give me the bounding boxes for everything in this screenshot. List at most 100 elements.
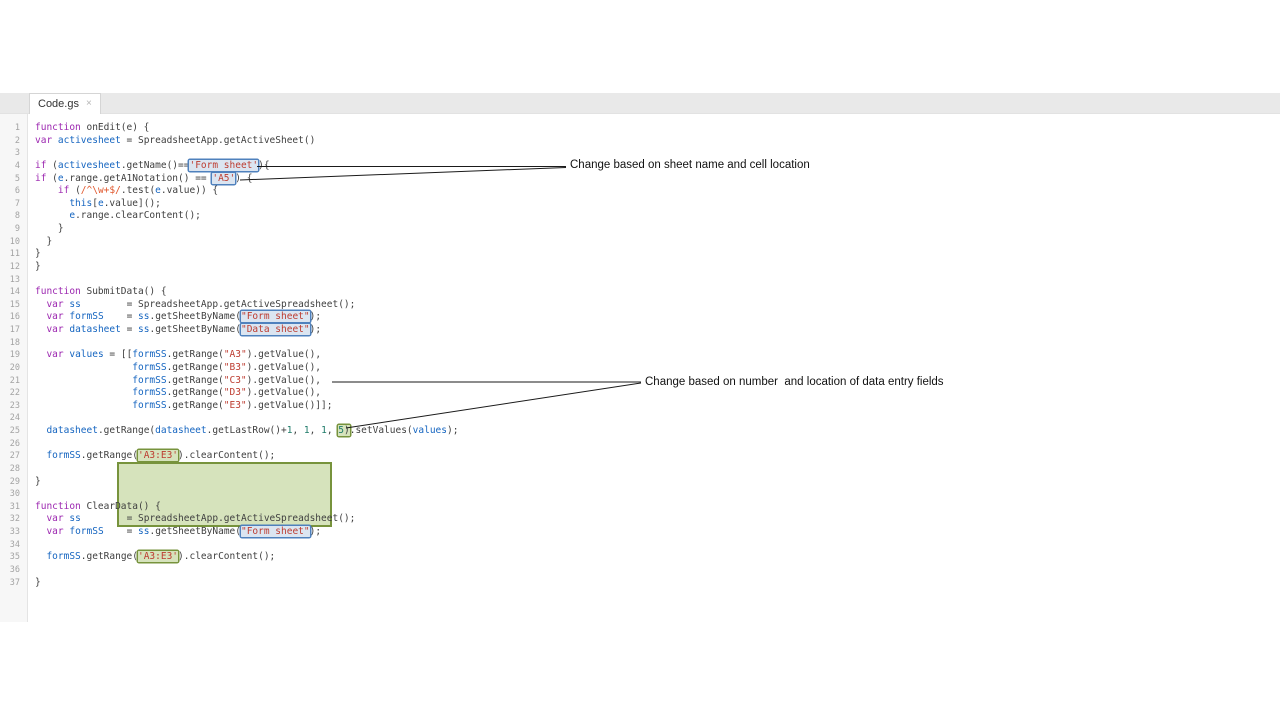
code-line[interactable]: formSS.getRange("D3").getValue(),	[35, 387, 458, 400]
code-line[interactable]: var datasheet = ss.getSheetByName("Data …	[35, 324, 458, 337]
tab-code-gs[interactable]: Code.gs ×	[29, 93, 101, 114]
code-lines[interactable]: function onEdit(e) {var activesheet = Sp…	[35, 114, 458, 589]
code-token: if	[35, 172, 47, 184]
code-token: )	[344, 425, 350, 436]
code-line[interactable]: formSS.getRange('A3:E3').clearContent();	[35, 450, 458, 463]
form-sheet-highlight: 'Form sheet'	[189, 159, 259, 171]
code-line[interactable]	[35, 564, 458, 577]
code-line[interactable]: formSS.getRange('A3:E3').clearContent();	[35, 551, 458, 564]
code-line[interactable]: }	[35, 223, 458, 236]
code-token: = SpreadsheetApp.getActiveSheet()	[120, 134, 316, 146]
code-line[interactable]: }	[35, 476, 458, 489]
code-token: .getRange(	[166, 374, 224, 386]
code-token: 1	[321, 425, 327, 436]
code-line[interactable]: }	[35, 261, 458, 274]
code-line[interactable]: function ClearData() {	[35, 501, 458, 514]
code-token: .getRange(	[80, 450, 138, 462]
a5-highlight: 'A5'	[212, 172, 236, 184]
code-line[interactable]: e.range.clearContent();	[35, 210, 458, 223]
code-line[interactable]: if (e.range.getA1Notation() == 'A5') {	[35, 172, 458, 186]
line-number: 36	[9, 564, 20, 575]
code-token: ).getValue()]];	[246, 399, 333, 411]
code-token: function	[35, 286, 81, 298]
code-line[interactable]	[35, 337, 458, 350]
code-token: ) {	[235, 172, 253, 184]
code-token: .getRange(	[80, 551, 138, 563]
code-line[interactable]: function SubmitData() {	[35, 286, 458, 299]
code-token: 5	[338, 425, 344, 436]
code-token: );	[309, 324, 322, 335]
line-number: 26	[9, 438, 20, 449]
code-token: 1	[303, 425, 310, 436]
code-line[interactable]: }	[35, 236, 458, 249]
line-number: 29	[9, 476, 20, 487]
close-icon[interactable]: ×	[85, 98, 92, 109]
code-token: .getRange(	[166, 349, 224, 361]
code-line[interactable]: var ss = SpreadsheetApp.getActiveSpreads…	[35, 299, 458, 312]
form-sheet-highlight: "Form sheet"	[240, 526, 310, 537]
code-token: [	[92, 197, 98, 209]
code-line[interactable]: if (/^\w+$/.test(e.value)) {	[35, 185, 458, 198]
code-token: var	[46, 526, 64, 537]
code-line[interactable]	[35, 147, 458, 160]
code-token: ).clearContent();	[178, 450, 276, 462]
code-line[interactable]: this[e.value]();	[35, 198, 458, 211]
form-sheet-highlight: "Form sheet"	[240, 311, 310, 323]
code-token: ss	[69, 513, 81, 525]
code-line[interactable]: var ss = SpreadsheetApp.getActiveSpreads…	[35, 513, 458, 526]
code-token: formSS	[69, 526, 104, 537]
code-token	[35, 349, 46, 360]
line-number: 19	[9, 350, 20, 361]
line-number: 9	[14, 224, 20, 234]
code-line[interactable]: var activesheet = SpreadsheetApp.getActi…	[35, 135, 458, 148]
code-line[interactable]: formSS.getRange("E3").getValue()]];	[35, 400, 458, 413]
code-line[interactable]	[35, 438, 458, 451]
code-line[interactable]: }	[35, 577, 458, 590]
code-token	[35, 185, 58, 196]
code-token: .range.getA1Notation() ==	[63, 172, 213, 184]
code-token: ).getValue(),	[246, 374, 322, 386]
code-line[interactable]: formSS.getRange("C3").getValue(),	[35, 375, 458, 388]
code-line[interactable]: var formSS = ss.getSheetByName("Form she…	[35, 526, 458, 539]
code-token: );	[309, 311, 322, 323]
code-token: var	[46, 298, 64, 310]
code-line[interactable]: function onEdit(e) {	[35, 122, 458, 135]
line-number: 33	[9, 527, 20, 537]
code-line[interactable]	[35, 488, 458, 501]
code-line[interactable]: if (activesheet.getName()=='Form sheet')…	[35, 159, 458, 173]
code-token: values	[69, 349, 104, 361]
code-token: (	[46, 159, 58, 171]
code-line[interactable]: formSS.getRange("B3").getValue(),	[35, 362, 458, 375]
line-number: 3	[14, 148, 20, 159]
code-token	[35, 400, 132, 411]
code-token: =	[120, 324, 139, 335]
code-line[interactable]	[35, 412, 458, 425]
code-line[interactable]	[35, 539, 458, 552]
code-token	[35, 387, 132, 398]
line-number: 10	[9, 236, 20, 247]
code-token: 'A3:E3'	[137, 551, 179, 563]
data-sheet-highlight: "Data sheet"	[240, 324, 310, 335]
clear-range-highlight: 'A3:E3'	[137, 551, 179, 563]
annotation-data-fields: Change based on number and location of d…	[645, 376, 944, 388]
code-line[interactable]	[35, 463, 458, 476]
code-line[interactable]: var formSS = ss.getSheetByName("Form she…	[35, 311, 458, 324]
line-number: 15	[9, 299, 20, 310]
code-token: var	[35, 134, 53, 146]
code-token: formSS	[132, 349, 167, 361]
code-line[interactable]	[35, 274, 458, 287]
code-token: e	[69, 210, 76, 222]
code-token: );	[309, 526, 322, 537]
code-line[interactable]: }	[35, 248, 458, 261]
code-token: var	[46, 324, 64, 335]
code-token	[35, 526, 46, 537]
code-token: .getSheetByName(	[149, 526, 241, 537]
code-token	[35, 375, 132, 386]
code-token: .getSheetByName(	[149, 324, 241, 335]
code-line[interactable]: var values = [[formSS.getRange("A3").get…	[35, 349, 458, 362]
code-token: ss	[138, 324, 150, 335]
code-line[interactable]: datasheet.getRange(datasheet.getLastRow(…	[35, 425, 458, 438]
code-token: .getRange(	[166, 387, 224, 399]
annotation-sheet-name: Change based on sheet name and cell loca…	[570, 159, 810, 171]
